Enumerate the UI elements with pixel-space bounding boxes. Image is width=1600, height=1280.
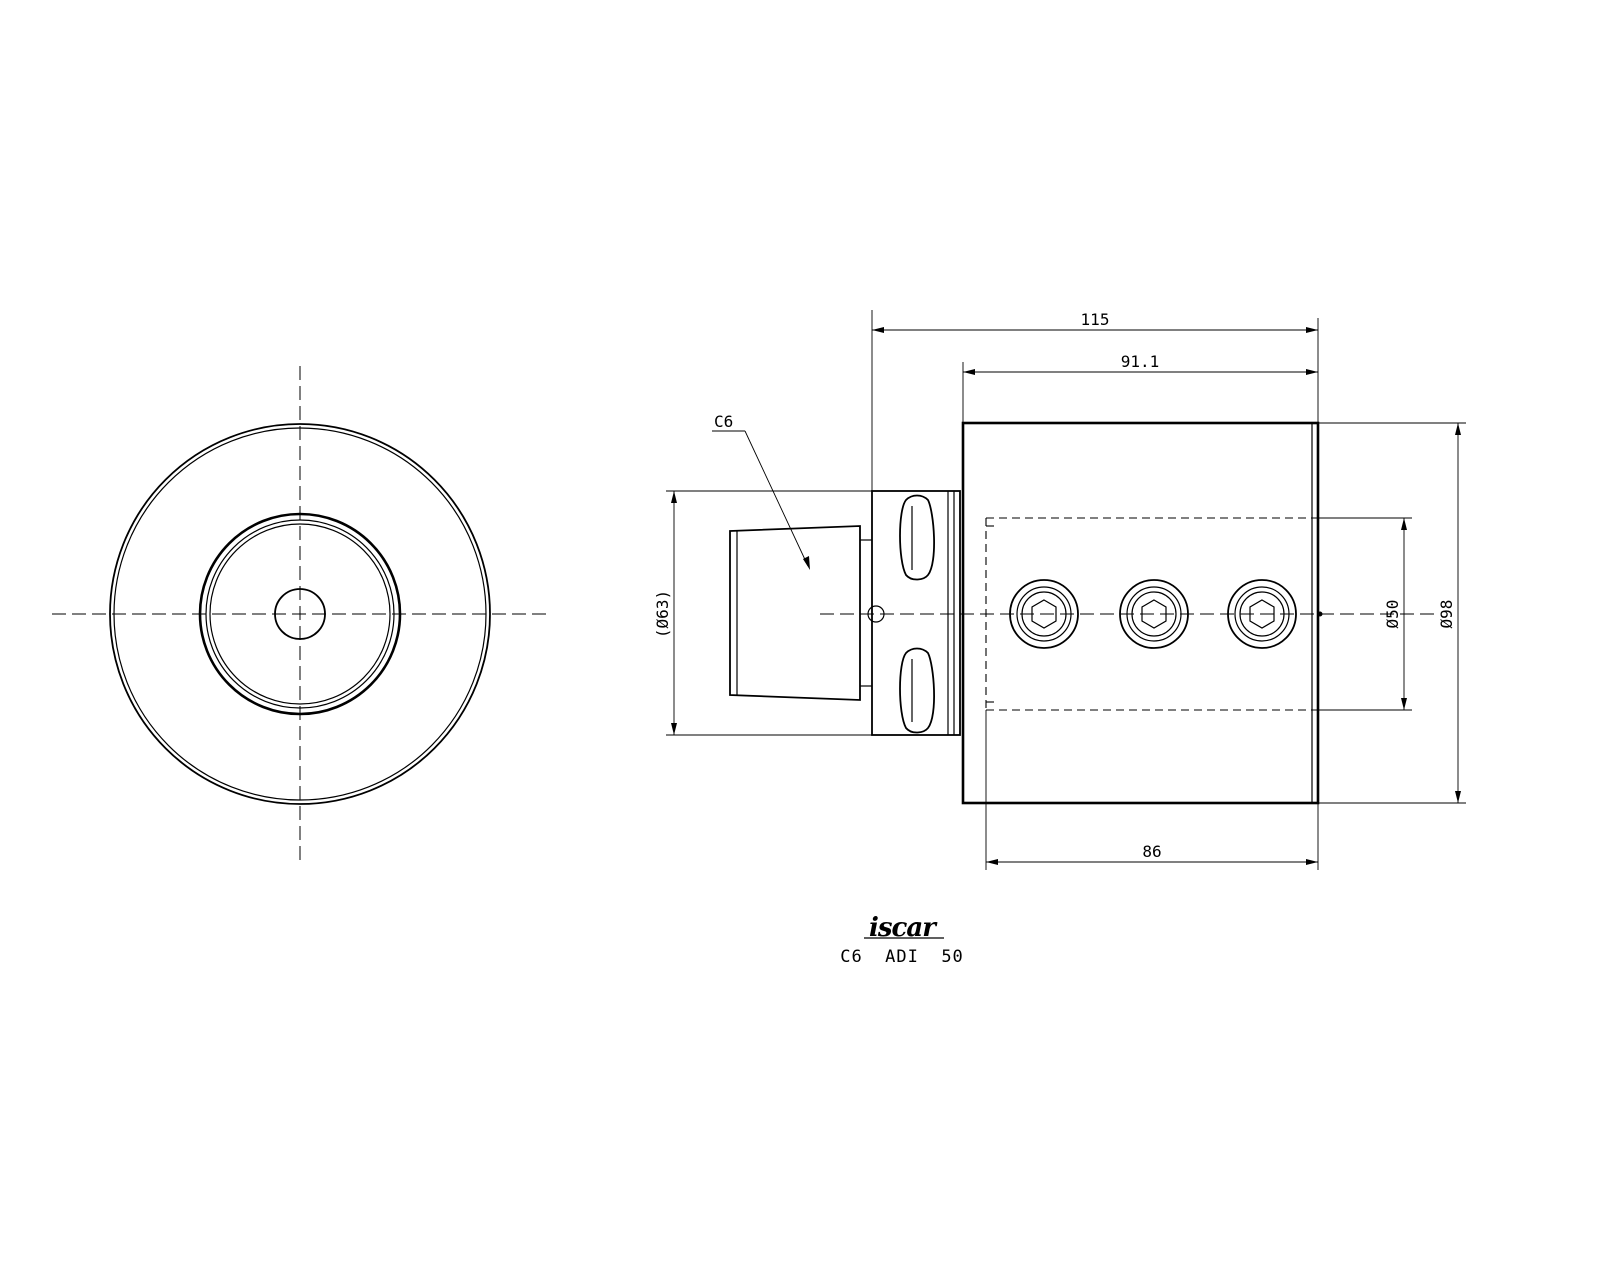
hex-socket-icon (1031, 599, 1057, 629)
axis-end-dot (1317, 611, 1323, 617)
end-view-center-hole (274, 588, 326, 640)
flange-outline (871, 490, 961, 736)
side-view (729, 421, 1440, 805)
drive-slot-upper (899, 494, 935, 581)
shank-outline (729, 525, 861, 701)
dim-overall-length: 115 (1081, 310, 1110, 329)
dimensions: 115 91.1 86 (Ø63) Ø50 Ø98 (653, 310, 1466, 870)
dim-shank-diameter: (Ø63) (653, 590, 672, 638)
hex-socket-icon (1141, 599, 1167, 629)
end-view-outer-circle (109, 423, 491, 805)
center-pin-icon (867, 605, 885, 623)
end-view-bore-inner-circle (209, 523, 391, 705)
end-view-bore-chamfer-circle (205, 519, 395, 709)
model-code: C6 ADI 50 (840, 947, 964, 967)
end-view (52, 366, 548, 860)
dim-bore-diameter: Ø50 (1383, 600, 1402, 629)
clamp-screw-1 (1009, 579, 1079, 649)
drive-slot-lower (899, 647, 935, 734)
clamp-screw-2 (1119, 579, 1189, 649)
callout-leader (744, 430, 809, 567)
clamp-screw-3 (1227, 579, 1297, 649)
dim-bore-depth: 86 (1142, 842, 1161, 861)
callout-label: C6 (714, 412, 733, 431)
end-view-outer-chamfer-circle (113, 427, 487, 801)
main-body-outline (961, 421, 1320, 805)
title-block: iscar C6 ADI 50 (840, 913, 964, 967)
end-view-bore-circle (198, 512, 402, 716)
hex-socket-icon (1249, 599, 1275, 629)
dim-outer-diameter: Ø98 (1437, 600, 1456, 629)
dim-body-length: 91.1 (1121, 352, 1160, 371)
